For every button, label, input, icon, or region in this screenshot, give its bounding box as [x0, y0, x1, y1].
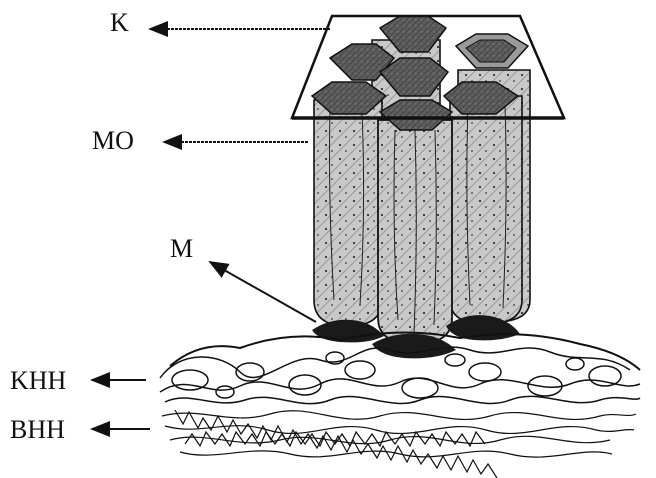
column-left — [314, 100, 382, 326]
crystal-4 — [456, 34, 528, 68]
pointer-arrows — [92, 29, 330, 429]
lower-fibrous-layer — [162, 410, 636, 478]
column-right — [450, 96, 522, 324]
label-m: M — [170, 236, 193, 262]
arrow-m — [210, 262, 316, 322]
label-k: K — [110, 10, 129, 36]
label-khh: KHH — [10, 368, 66, 394]
label-mo: MO — [92, 128, 134, 154]
label-bhh: BHH — [10, 417, 65, 443]
